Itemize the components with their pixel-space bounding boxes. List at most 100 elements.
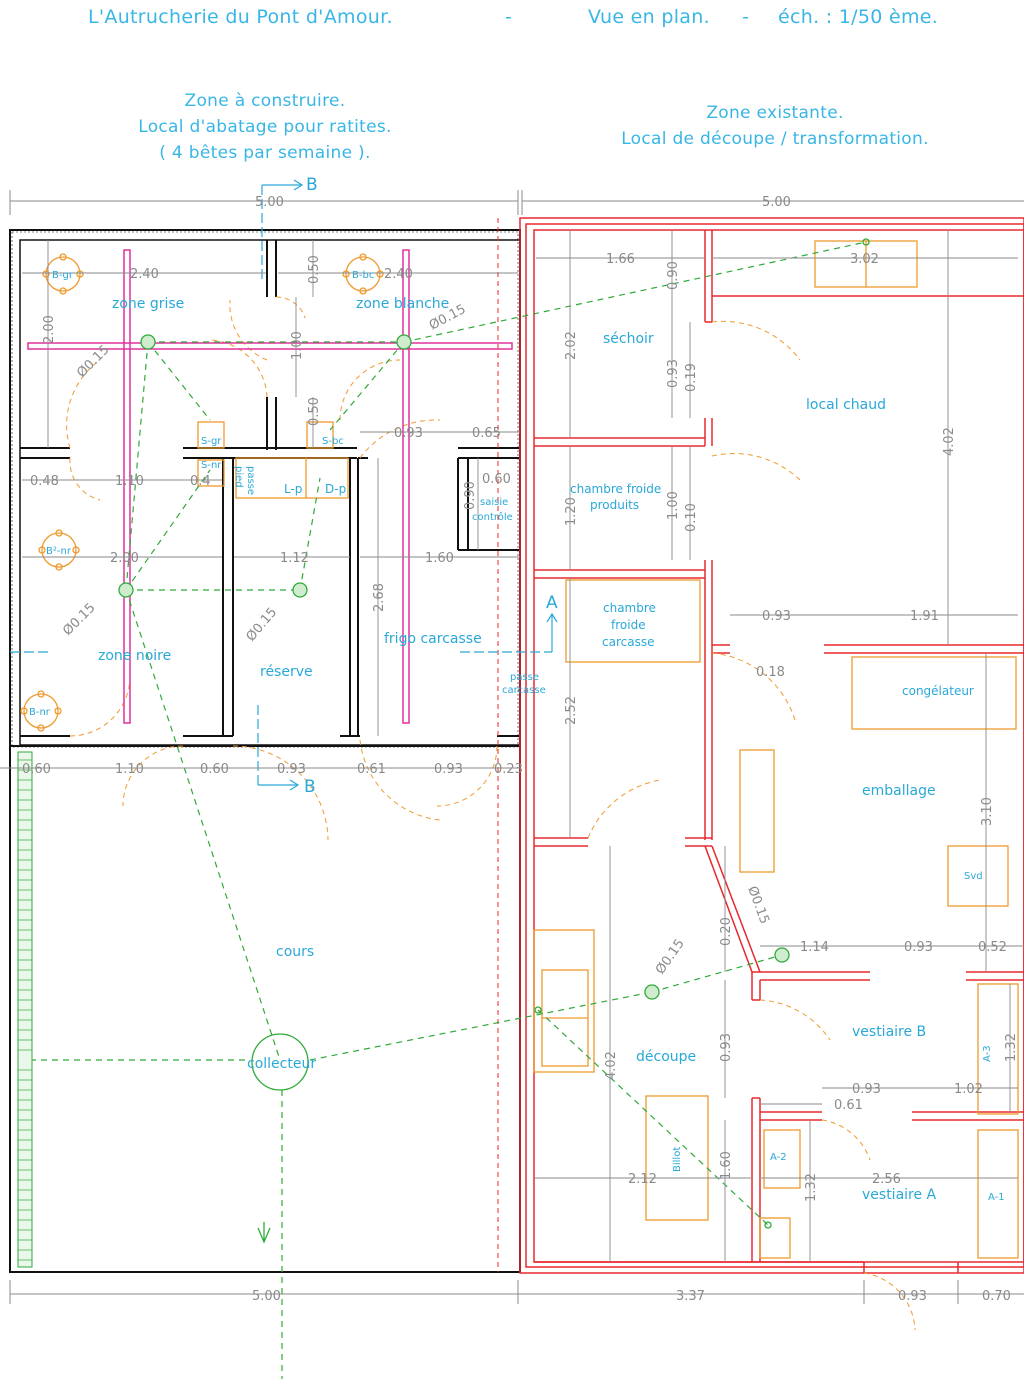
pipe-diameter-label: Ø0.15 [744,884,771,926]
dimension-label: 2.12 [628,1172,657,1187]
dimension-label: 0.50 [307,397,322,426]
dimension-label: 4.02 [942,427,957,456]
fixture-label: B-bc [352,270,374,281]
title-separator: - [742,6,750,28]
dimension-label: 1.60 [425,551,454,566]
dimension-label: 0.4 [190,474,211,489]
dimension-label: 1.00 [290,331,305,360]
project-title: L'Autrucherie du Pont d'Amour. [88,6,393,28]
dimension-label: 0.23 [494,762,523,777]
dimension-label: 1.10 [115,762,144,777]
room-label: congélateur [902,684,974,698]
room-label: chambre [603,601,656,615]
dimension-label: 0.93 [852,1082,881,1097]
room-label: vestiaire A [862,1187,937,1203]
dimension-label: 0.93 [394,426,423,441]
dimension-label: 2.40 [384,267,413,282]
section-letter: B [306,175,318,195]
dimension-label: 3.37 [676,1289,705,1304]
dimension-label: 0.93 [904,940,933,955]
room-label: carcasse [602,635,654,649]
dimension-label: 0.61 [357,762,386,777]
fixture-label: A-1 [988,1192,1005,1203]
section-markers [10,179,558,791]
fixture-label: Svd [964,871,983,882]
dimension-label: 0.50 [307,255,322,284]
dimension-label: 0.90 [463,481,478,510]
fixture-label: A-3 [982,1045,993,1062]
dimension-label: 0.18 [756,665,785,680]
dimension-label: 5.00 [762,195,791,210]
dimension-label: 1.20 [564,497,579,526]
dimension-label: 0.60 [22,762,51,777]
title-separator: - [505,6,513,28]
zone-note-line: Local de découpe / transformation. [621,129,929,149]
dimension-label: 1.02 [954,1082,983,1097]
view-title: Vue en plan. [588,6,710,28]
dimension-label: 1.32 [1004,1033,1019,1062]
fixture-label: A-2 [770,1152,787,1163]
dimension-label: 0.90 [666,261,681,290]
dimension-label: 0.61 [834,1098,863,1113]
fixture-label: B²-nr [46,546,72,557]
dimension-label: 0.93 [277,762,306,777]
dimension-label: 1.14 [800,940,829,955]
fixture-label: D-p [325,482,346,496]
dimension-label: 2.00 [110,551,139,566]
fixture-label: B-gr [52,270,74,281]
dimension-label: 0.52 [978,940,1007,955]
fixture-label: S-nr [201,460,222,471]
existing-building-walls [519,217,1024,1274]
dimension-label: 0.65 [472,426,501,441]
dimension-label: 2.52 [564,696,579,725]
dimension-label: 0.70 [982,1289,1011,1304]
room-label: carcasse [502,685,546,696]
pipe-diameter-label: Ø0.15 [244,605,281,645]
pipe-diameter-label: Ø0.15 [60,601,98,639]
room-label: zone grise [112,296,184,312]
overhead-rails [27,249,513,724]
room-label: produits [590,498,639,512]
drain-markers [118,238,870,1244]
interior-dimension-lines [0,230,1024,1262]
section-letter: A [546,593,558,613]
room-label: cours [276,944,314,960]
dimension-label: 2.02 [564,331,579,360]
door-swings [66,296,916,1331]
room-label: séchoir [603,331,654,347]
dimension-label: 0.48 [30,474,59,489]
dimension-label: 2.40 [130,267,159,282]
room-label: zone blanche [356,296,449,312]
room-label: collecteur [247,1056,316,1072]
drain-channel [17,751,33,1268]
pipe-diameter-label: Ø0.15 [653,937,688,978]
dimension-label: 1.10 [115,474,144,489]
room-label: contrôle [472,511,513,523]
dimension-label: 0.93 [666,359,681,388]
fixture-label: S-gr [201,436,222,447]
dimension-label: 2.00 [42,315,57,344]
room-label: froide [611,618,646,632]
room-label: emballage [862,783,936,799]
section-letter: B [304,777,316,797]
dimension-label: 3.02 [850,252,879,267]
room-label: vestiaire B [852,1024,926,1040]
dimension-label: 1.91 [910,609,939,624]
dimension-label: 1.12 [280,551,309,566]
dimension-label: 1.60 [719,1151,734,1180]
fixture-label: L-p [284,482,302,496]
dimension-label: 0.93 [762,609,791,624]
zone-new-note: Zone à construire. Local d'abatage pour … [100,88,430,166]
dimension-label: 2.56 [872,1172,901,1187]
room-label: chambre froide [570,482,661,496]
room-label: passe [510,672,539,683]
dimension-label: 5.00 [252,1289,281,1304]
room-label: passe [245,466,256,495]
drain-grate [18,759,32,1261]
dimension-label: 0.10 [684,503,699,532]
zone-note-line: ( 4 bêtes par semaine ). [159,143,371,163]
dimension-label: 3.10 [980,797,995,826]
dimension-label: 1.32 [804,1173,819,1202]
zone-note-line: Zone à construire. [184,91,346,111]
room-label: réserve [260,664,313,680]
